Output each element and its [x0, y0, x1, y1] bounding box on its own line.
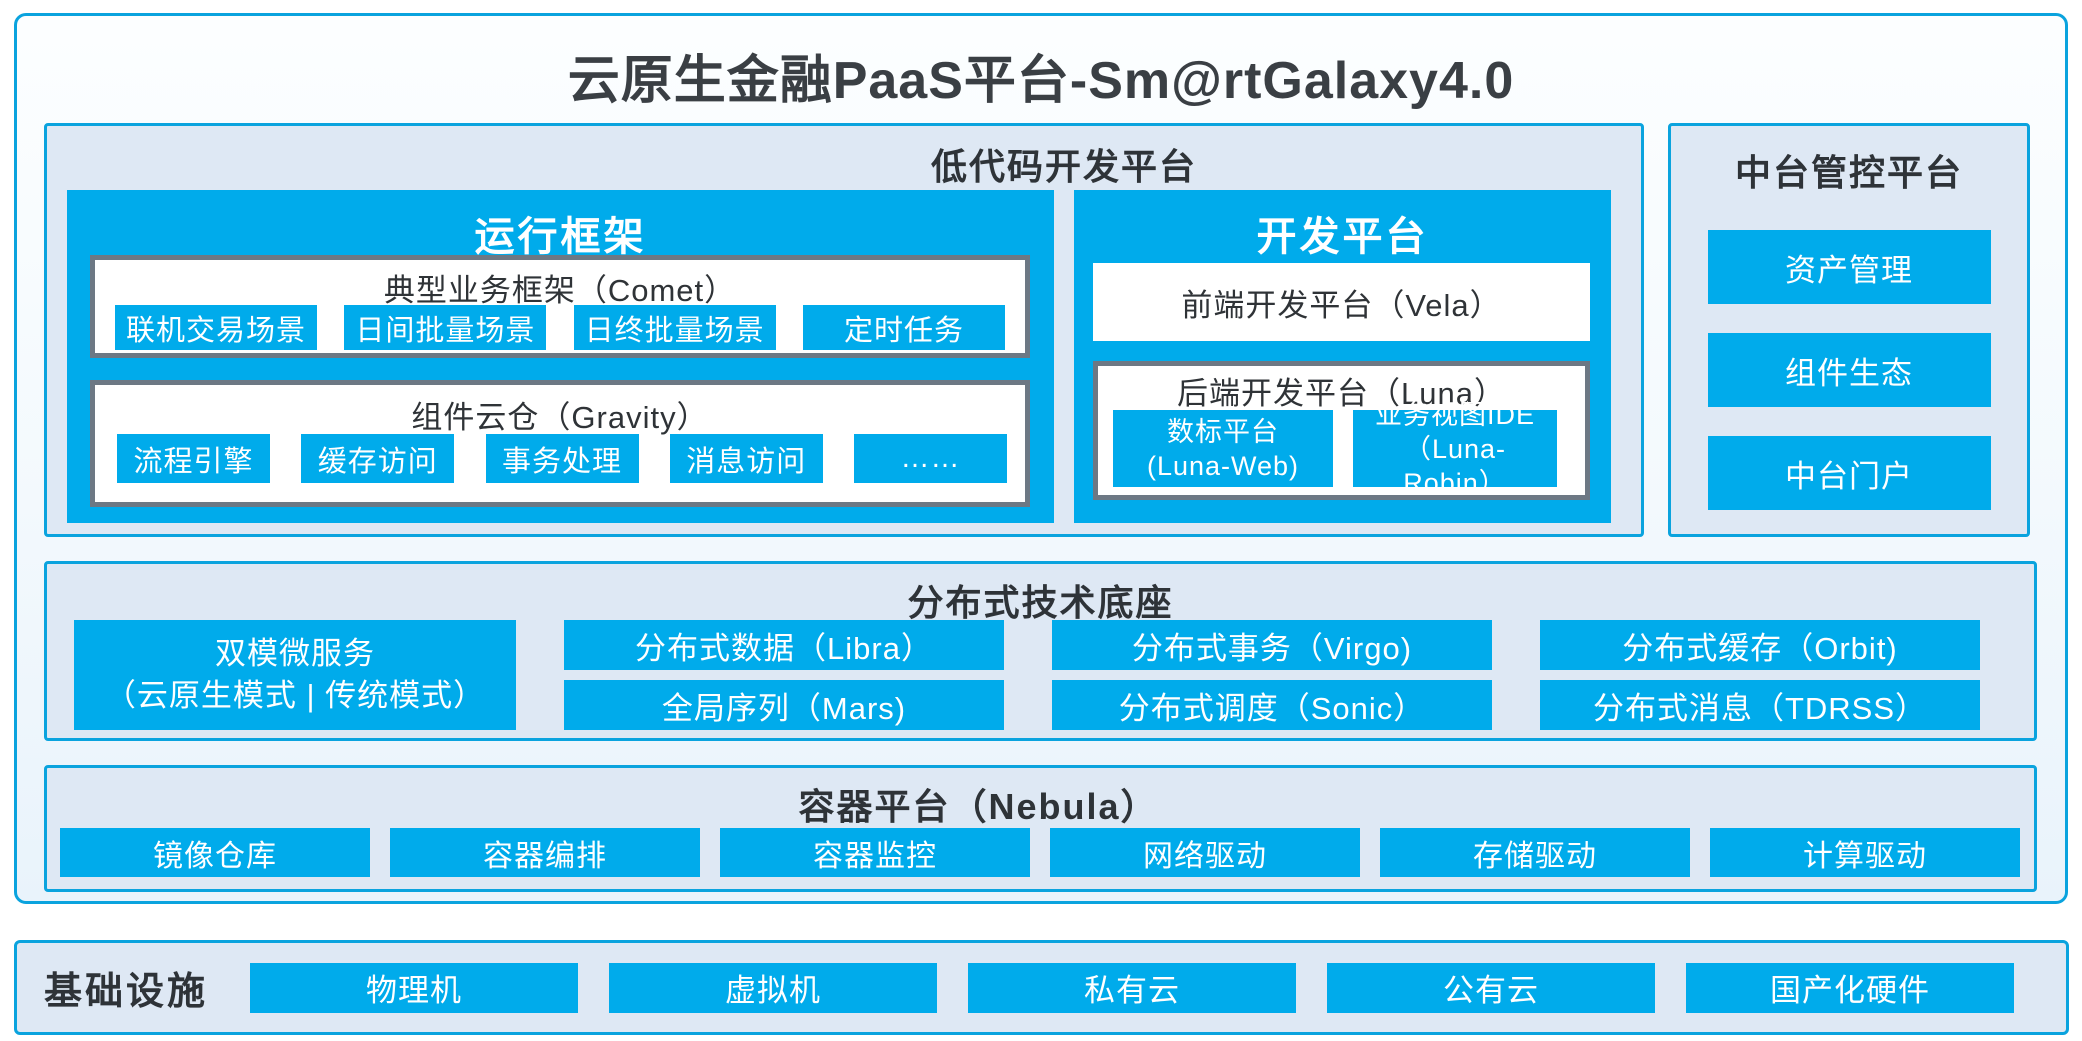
infra-item-physical-machine: 物理机	[250, 962, 579, 1013]
luna-item-web-name: 数标平台	[1167, 416, 1279, 447]
luna-item-robin-code: （Luna-Robin）	[1403, 433, 1507, 498]
panel-container-platform: 容器平台（Nebula） 镜像仓库 容器编排 容器监控 网络驱动 存储驱动 计算…	[44, 765, 2037, 892]
luna-items: 数标平台 (Luna-Web) 业务视图IDE （Luna-Robin）	[1113, 400, 1557, 498]
dual-mode-line1: 双模微服务	[215, 636, 375, 671]
vela-frontend-title: 前端开发平台（Vela）	[1181, 287, 1502, 323]
comet-item-eod-batch: 日终批量场景	[573, 305, 776, 350]
panel-distributed-title: 分布式技术底座	[907, 582, 1174, 623]
infra-item-public-cloud: 公有云	[1327, 962, 1656, 1013]
luna-item-robin: 业务视图IDE （Luna-Robin）	[1353, 400, 1557, 498]
midplatform-item-asset-mgmt: 资产管理	[1707, 230, 1991, 304]
runtime-framework-title: 运行框架	[474, 215, 647, 259]
container-item-storage-driver: 存储驱动	[1380, 828, 1690, 877]
comet-item-scheduled-task: 定时任务	[802, 305, 1005, 350]
panel-midplatform-title: 中台管控平台	[1734, 152, 1963, 193]
page-title: 云原生金融PaaS平台-Sm@rtGalaxy4.0	[567, 52, 1515, 110]
distributed-item-orbit: 分布式缓存（Orbit)	[1540, 620, 1980, 670]
gravity-warehouse-title: 组件云仓（Gravity）	[411, 400, 709, 435]
gravity-item-transaction: 事务处理	[485, 434, 639, 483]
dual-mode-microservice-box: 双模微服务 （云原生模式 | 传统模式）	[74, 620, 516, 730]
container-item-image-registry: 镜像仓库	[60, 828, 370, 877]
distributed-item-virgo: 分布式事务（Virgo)	[1052, 620, 1492, 670]
distributed-item-mars: 全局序列（Mars)	[564, 680, 1004, 730]
midplatform-item-portal: 中台门户	[1707, 436, 1991, 510]
container-item-compute-driver: 计算驱动	[1710, 828, 2020, 877]
panel-container-title: 容器平台（Nebula）	[798, 786, 1159, 827]
distributed-item-libra: 分布式数据（Libra）	[564, 620, 1004, 670]
luna-backend-box: 后端开发平台（Luna） 数标平台 (Luna-Web) 业务视图IDE （Lu…	[1093, 361, 1590, 500]
infrastructure-items: 物理机 虚拟机 私有云 公有云 国产化硬件	[250, 962, 2015, 1013]
distributed-col-2: 分布式事务（Virgo) 分布式调度（Sonic）	[1052, 620, 1492, 730]
luna-item-web-code: (Luna-Web)	[1146, 450, 1300, 481]
container-item-monitoring: 容器监控	[720, 828, 1030, 877]
panel-midplatform: 中台管控平台 资产管理 组件生态 中台门户	[1668, 123, 2030, 537]
panel-infrastructure: 基础设施 物理机 虚拟机 私有云 公有云 国产化硬件	[14, 940, 2069, 1035]
vela-frontend-box: 前端开发平台（Vela）	[1093, 263, 1590, 341]
infra-item-virtual-machine: 虚拟机	[609, 962, 938, 1013]
comet-framework-box: 典型业务框架（Comet） 联机交易场景 日间批量场景 日终批量场景 定时任务	[90, 255, 1030, 358]
platform-container: 云原生金融PaaS平台-Sm@rtGalaxy4.0 低代码开发平台 运行框架 …	[14, 13, 2068, 904]
container-item-network-driver: 网络驱动	[1050, 828, 1360, 877]
panel-lowcode-title: 低代码开发平台	[930, 146, 1197, 187]
container-item-orchestration: 容器编排	[390, 828, 700, 877]
gravity-item-message-access: 消息访问	[669, 434, 823, 483]
luna-item-web: 数标平台 (Luna-Web)	[1113, 410, 1333, 487]
distributed-col-3: 分布式缓存（Orbit) 分布式消息（TDRSS）	[1540, 620, 1980, 730]
comet-framework-title: 典型业务框架（Comet）	[383, 273, 737, 308]
distributed-col-1: 分布式数据（Libra） 全局序列（Mars)	[564, 620, 1004, 730]
comet-item-online-trade: 联机交易场景	[115, 305, 317, 350]
distributed-items: 双模微服务 （云原生模式 | 传统模式） 分布式数据（Libra） 全局序列（M…	[74, 620, 1980, 730]
comet-items: 联机交易场景 日间批量场景 日终批量场景 定时任务	[115, 305, 1005, 350]
panel-lowcode-platform: 低代码开发平台 运行框架 典型业务框架（Comet） 联机交易场景 日间批量场景…	[44, 123, 1644, 537]
distributed-item-sonic: 分布式调度（Sonic）	[1052, 680, 1492, 730]
container-platform-items: 镜像仓库 容器编排 容器监控 网络驱动 存储驱动 计算驱动	[60, 828, 2020, 877]
midplatform-items: 资产管理 组件生态 中台门户	[1671, 230, 2027, 510]
luna-backend-title: 后端开发平台（Luna）	[1177, 376, 1506, 411]
infra-item-domestic-hardware: 国产化硬件	[1686, 962, 2015, 1013]
gravity-item-process-engine: 流程引擎	[117, 434, 270, 483]
distributed-item-tdrss: 分布式消息（TDRSS）	[1540, 680, 1980, 730]
dev-platform-box: 开发平台 前端开发平台（Vela） 后端开发平台（Luna） 数标平台 (Lun…	[1074, 190, 1611, 523]
panel-distributed-base: 分布式技术底座 双模微服务 （云原生模式 | 传统模式） 分布式数据（Libra…	[44, 561, 2037, 741]
comet-item-day-batch: 日间批量场景	[344, 305, 547, 350]
infrastructure-label: 基础设施	[44, 971, 209, 1013]
dev-platform-title: 开发平台	[1256, 215, 1429, 259]
gravity-item-cache-access: 缓存访问	[301, 434, 455, 483]
infra-item-private-cloud: 私有云	[968, 962, 1297, 1013]
dual-mode-line2: （云原生模式 | 传统模式）	[104, 678, 486, 713]
runtime-framework-box: 运行框架 典型业务框架（Comet） 联机交易场景 日间批量场景 日终批量场景 …	[67, 190, 1054, 523]
gravity-items: 流程引擎 缓存访问 事务处理 消息访问 ……	[117, 434, 1007, 483]
gravity-warehouse-box: 组件云仓（Gravity） 流程引擎 缓存访问 事务处理 消息访问 ……	[90, 380, 1030, 507]
midplatform-item-component-eco: 组件生态	[1707, 333, 1991, 407]
luna-item-robin-name: 业务视图IDE	[1374, 399, 1535, 430]
gravity-item-more: ……	[854, 434, 1007, 483]
